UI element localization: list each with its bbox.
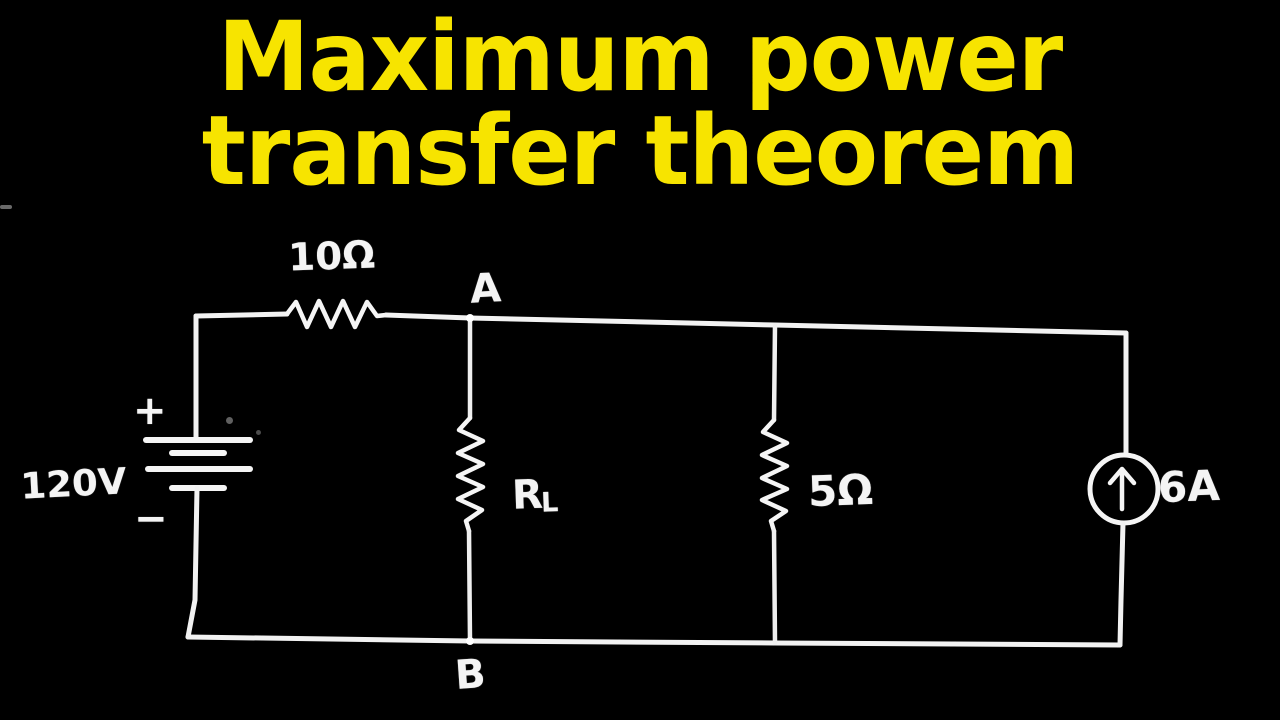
load-resistor-symbol (455, 415, 486, 534)
wire-source-lower (1117, 520, 1126, 648)
wire-top-left-segment (193, 311, 290, 319)
wire-r5-lower (771, 528, 778, 646)
current-source-arrow-head (1107, 466, 1137, 486)
node-b-dot (466, 637, 474, 645)
wire-r5-upper (771, 322, 778, 423)
series-resistor-symbol (284, 298, 389, 330)
parallel-resistor-symbol (759, 417, 790, 534)
wire-top-right-segment (383, 312, 1129, 336)
wire-left-lower (185, 485, 200, 640)
wire-bottom (185, 634, 1123, 648)
wire-rl-lower (466, 528, 473, 644)
node-a-dot (466, 314, 474, 322)
